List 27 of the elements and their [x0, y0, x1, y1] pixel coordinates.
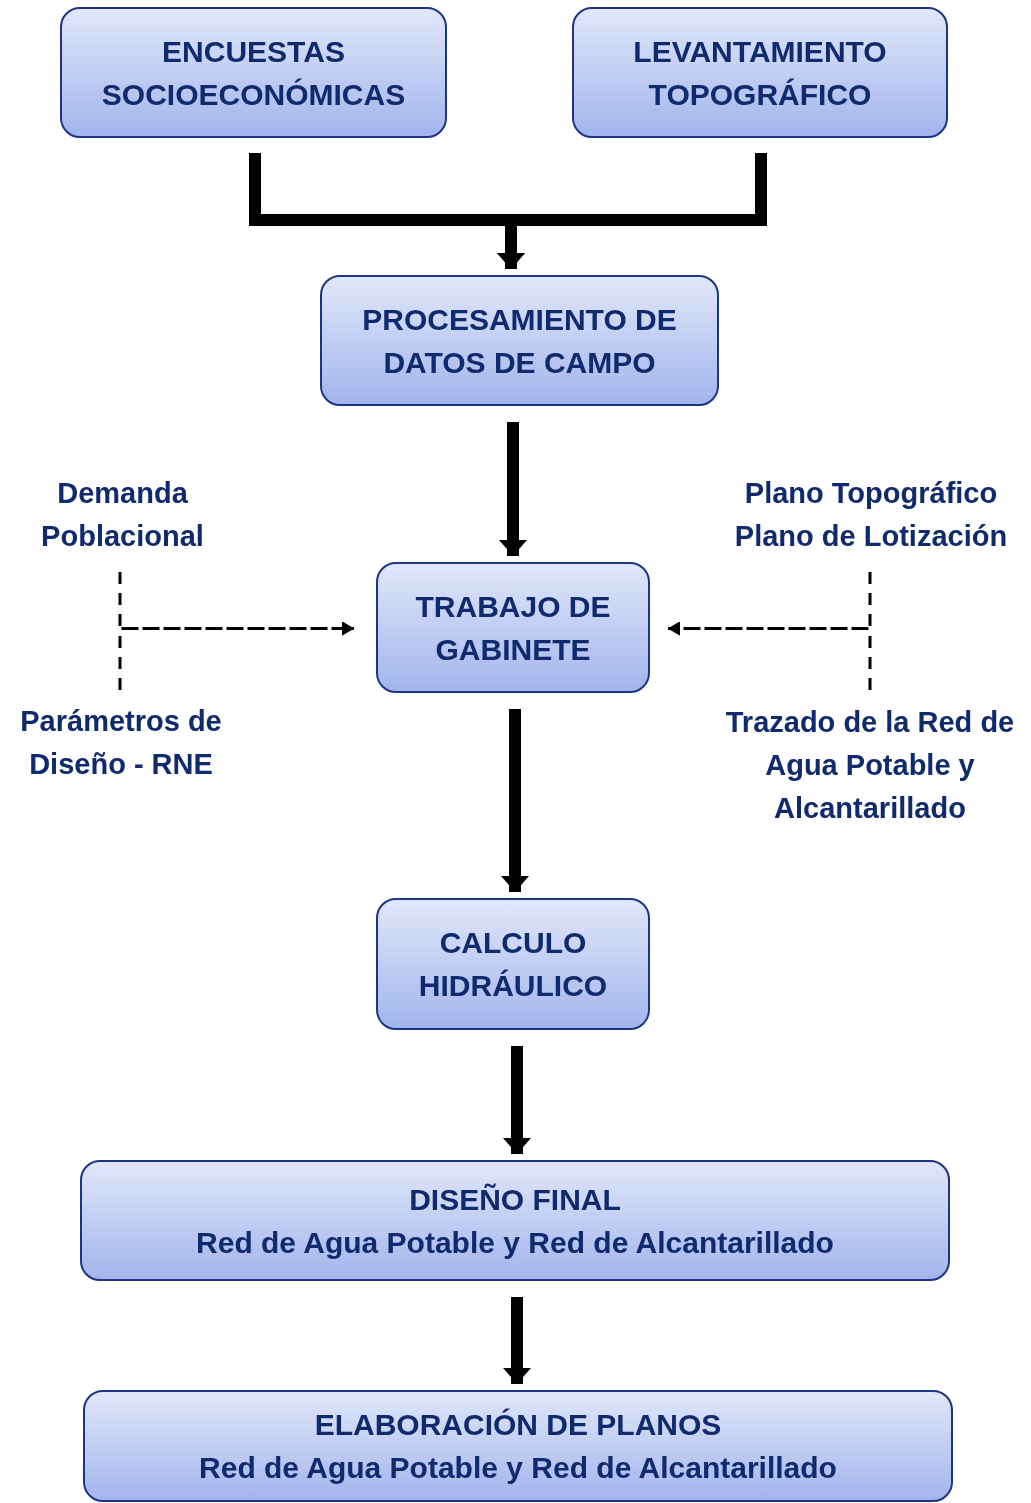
process-box — [572, 7, 948, 138]
process-box — [376, 562, 650, 693]
process-box — [80, 1160, 950, 1281]
arrow — [501, 709, 529, 892]
box-subtitle: Red de Agua Potable y Red de Alcantarillado — [199, 1450, 837, 1486]
box-title: DISEÑO FINAL — [409, 1181, 621, 1218]
box-title: CALCULO HIDRÁULICO — [417, 925, 609, 1004]
arrow — [503, 1046, 531, 1154]
annotation-text: Parámetros de Diseño - RNE — [19, 704, 223, 782]
box-title: ELABORACIÓN DE PLANOS — [314, 1407, 722, 1443]
annotation-text: Plano de Lotización — [734, 519, 1008, 554]
box-title: ENCUESTAS SOCIOECONÓMICAS — [100, 33, 407, 113]
process-box — [376, 898, 650, 1030]
dashed-arrow — [118, 621, 354, 690]
process-box — [83, 1390, 953, 1502]
dashed-arrow — [668, 621, 872, 690]
annotation-text: Demanda Poblacional — [40, 476, 205, 554]
annotation-text: Trazado de la Red de Agua Potable y Alcantarillado — [724, 704, 1016, 826]
process-box — [320, 275, 719, 406]
annotation-text: Plano Topográfico — [744, 476, 998, 511]
process-box — [60, 7, 447, 138]
box-title: LEVANTAMIENTO TOPOGRÁFICO — [632, 33, 888, 113]
box-title: PROCESAMIENTO DE DATOS DE CAMPO — [361, 301, 678, 381]
arrow — [503, 1297, 531, 1384]
box-subtitle: Red de Agua Potable y Red de Alcantarillado — [196, 1224, 834, 1261]
arrow — [499, 422, 527, 556]
box-title: TRABAJO DE GABINETE — [414, 588, 612, 668]
